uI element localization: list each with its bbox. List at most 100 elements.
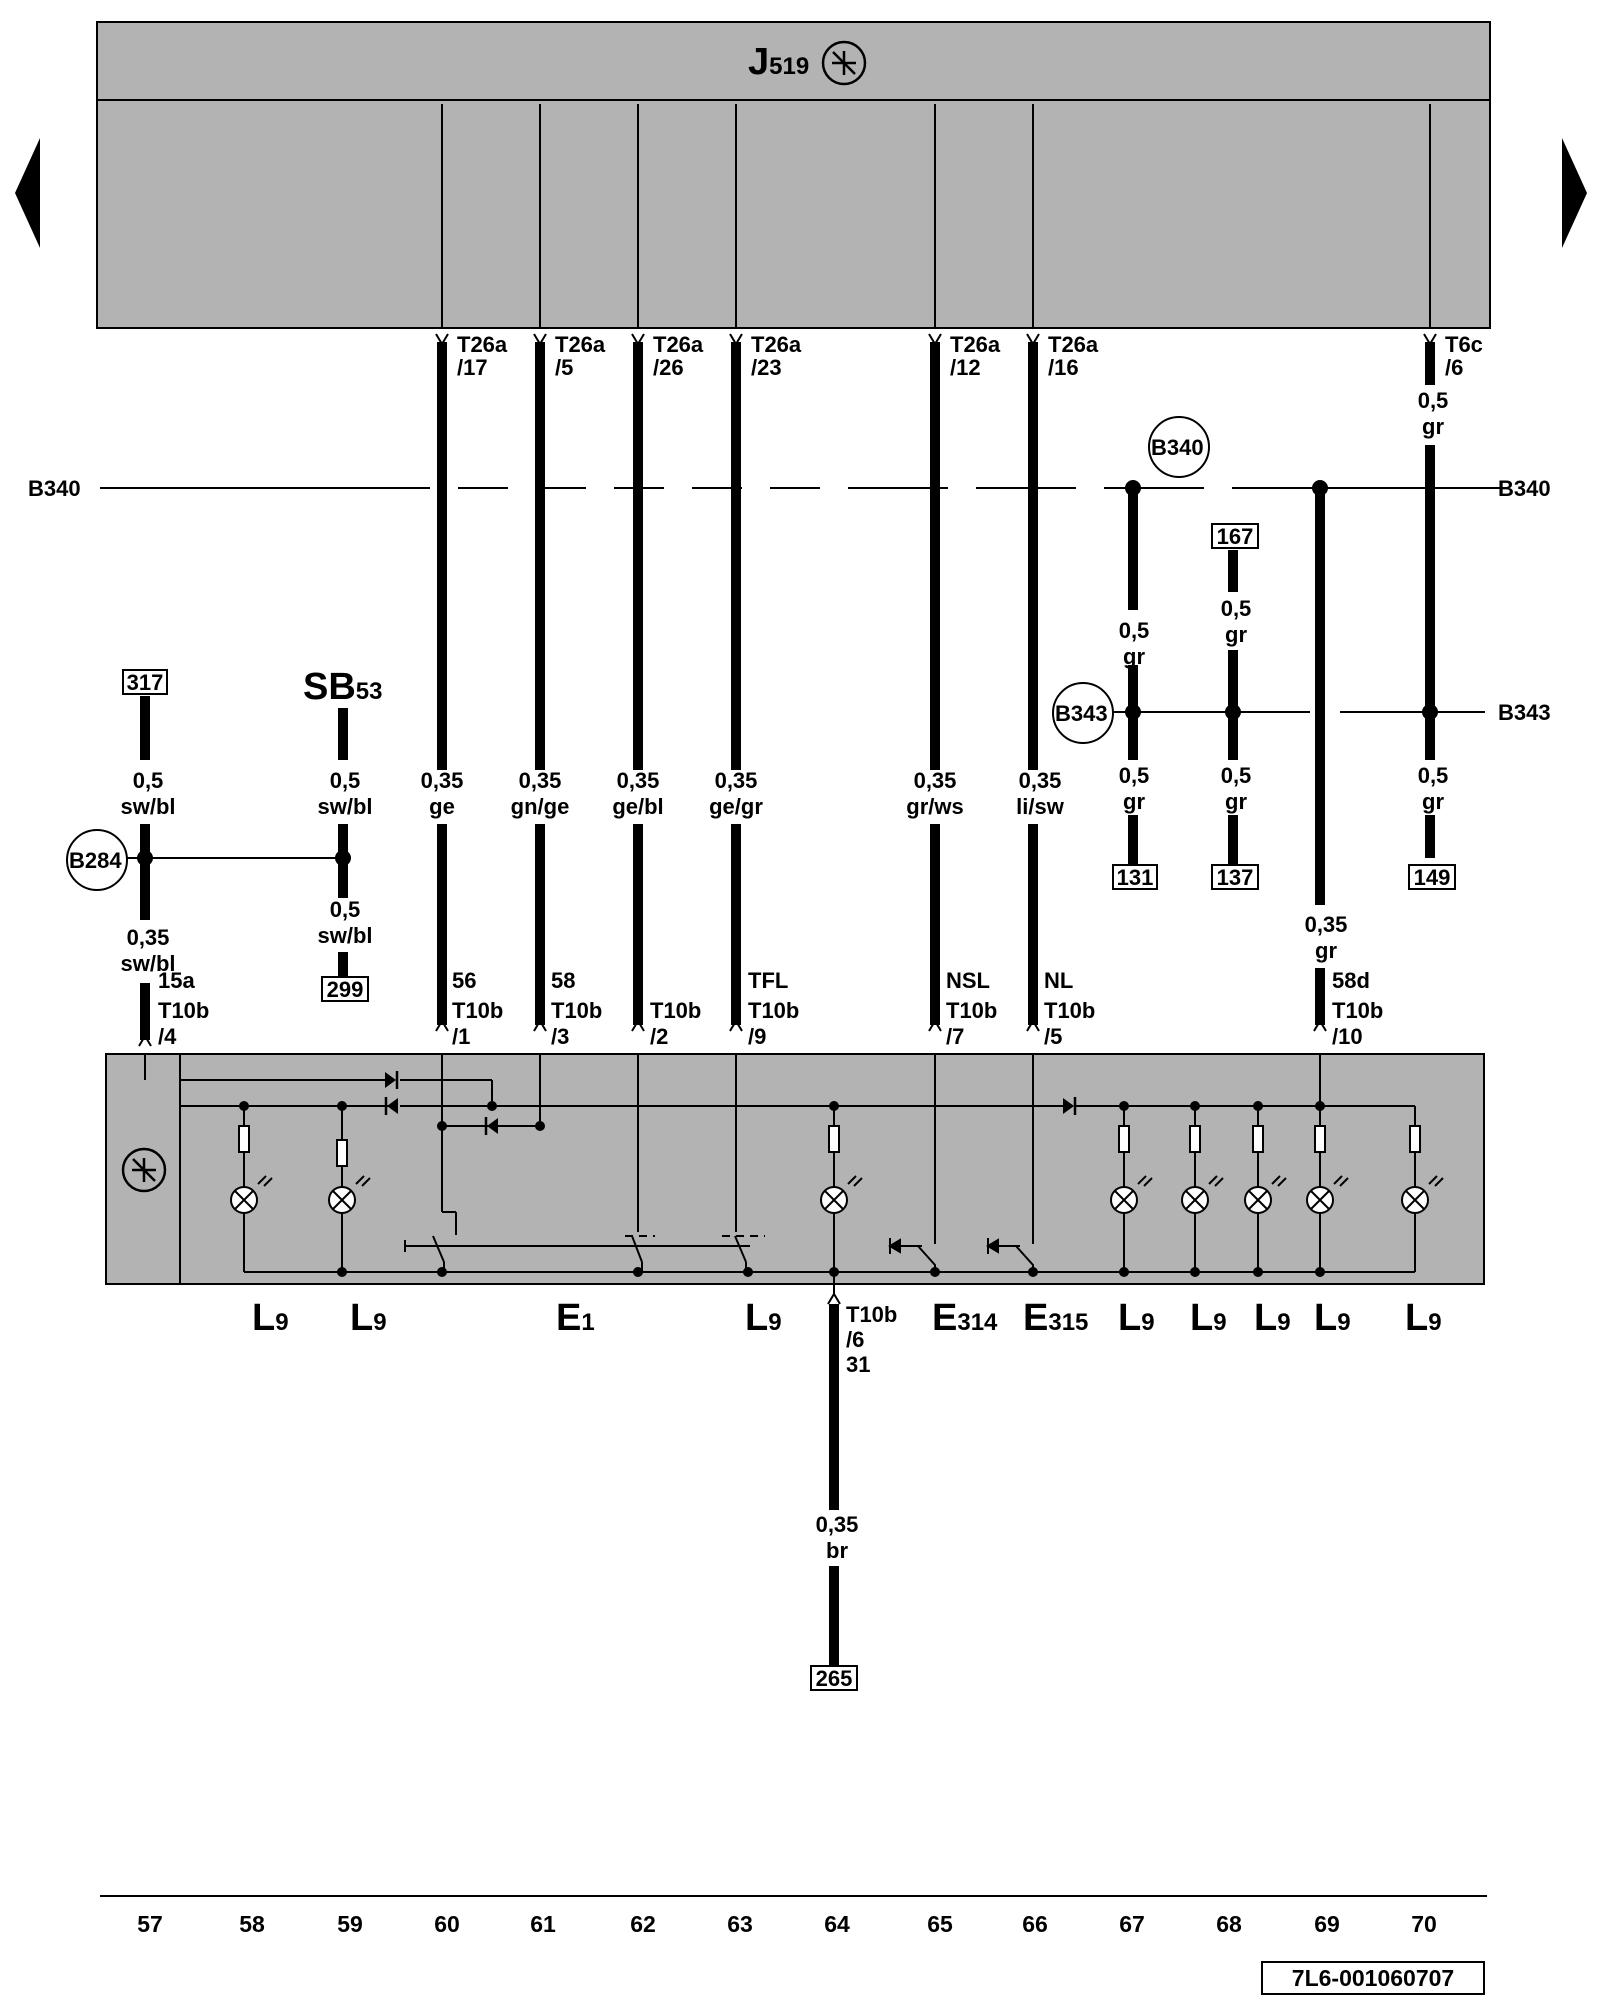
lamp-icon-67 [1110, 1106, 1153, 1272]
component-label-l9-59: L9 [350, 1297, 387, 1339]
module-icon [121, 1147, 167, 1193]
track-number: 57 [137, 1911, 163, 1937]
wire-track-68 [1225, 550, 1241, 864]
connector-label-62: T26a/26 [653, 332, 704, 380]
component-label-l9-68: L9 [1190, 1297, 1227, 1339]
component-label-e1: E1 [556, 1297, 595, 1339]
ref-box-265[interactable]: 265 [810, 1665, 858, 1691]
fuse-sb53-label: SB53 [303, 666, 383, 708]
lamp-icon-68b [1244, 1106, 1287, 1272]
switch-icon-e1 [432, 1235, 765, 1272]
switch-icon-e314 [888, 1232, 936, 1272]
component-label-l9-58: L9 [252, 1297, 289, 1339]
ref-box-317[interactable]: 317 [122, 669, 168, 695]
bus-label-b343: B343 [1498, 700, 1551, 725]
track-number: 59 [337, 1911, 363, 1937]
ref-box-299[interactable]: 299 [321, 976, 369, 1002]
component-label-l9-63: L9 [745, 1297, 782, 1339]
track-number: 58 [239, 1911, 265, 1937]
lamp-icon-58 [230, 1106, 273, 1272]
component-label-e315: E315 [1023, 1297, 1088, 1339]
wire-track-67 [1125, 480, 1141, 864]
track-number: 65 [927, 1911, 953, 1937]
bus-circle-b343: B343 [1052, 682, 1114, 744]
wire-track-70-lower [1422, 704, 1438, 720]
wire-track-69 [1312, 480, 1328, 1025]
diode-icon-1 [385, 1071, 399, 1089]
diode-icon-3 [484, 1117, 498, 1135]
track-number: 64 [824, 1911, 850, 1937]
previous-page-arrow-icon[interactable] [15, 138, 40, 248]
control-unit-name: J519 [748, 41, 809, 83]
svg-text:149: 149 [1414, 865, 1451, 890]
track-number: 67 [1119, 1911, 1145, 1937]
connector-label-61: T26a/5 [555, 332, 606, 380]
component-label-e314: E314 [932, 1297, 998, 1339]
track-number: 63 [727, 1911, 753, 1937]
light-switch-module [105, 1053, 1485, 1285]
bus-label-b340-left: B340 [28, 476, 81, 501]
bus-circle-b340: B340 [1148, 416, 1210, 478]
ref-box-137[interactable]: 137 [1211, 864, 1259, 890]
track-number: 61 [530, 1911, 556, 1937]
lamp-icon-59 [328, 1106, 371, 1272]
plug-pin-arrows [138, 1019, 1327, 1047]
lamp-icon-64 [820, 1106, 863, 1272]
switch-icon-e315 [986, 1232, 1034, 1272]
track-number: 60 [434, 1911, 460, 1937]
component-label-l9-70: L9 [1405, 1297, 1442, 1339]
ref-box-149[interactable]: 149 [1408, 864, 1456, 890]
track-number: 68 [1216, 1911, 1242, 1937]
ref-box-167[interactable]: 167 [1211, 523, 1259, 549]
svg-text:B340: B340 [1151, 435, 1204, 460]
diode-icon-2 [384, 1097, 398, 1115]
ref-box-131[interactable]: 131 [1112, 864, 1158, 890]
svg-text:299: 299 [327, 977, 364, 1002]
splice-b284-line [127, 850, 351, 866]
diode-icon-4 [1063, 1097, 1077, 1115]
connector-label-65: T26a/12 [950, 332, 1001, 380]
control-unit-j519: J519 [96, 21, 1491, 329]
diagram-id: 7L6-001060707 [1292, 1965, 1454, 1991]
connector-label-66: T26a/16 [1048, 332, 1099, 380]
svg-text:137: 137 [1217, 865, 1254, 890]
diagram-id-badge: 7L6-001060707 [1261, 1961, 1485, 1995]
connector-label-63: T26a/23 [751, 332, 802, 380]
track-number: 62 [630, 1911, 656, 1937]
connector-arrows [435, 333, 1437, 346]
svg-text:265: 265 [816, 1666, 853, 1691]
svg-text:B343: B343 [1055, 701, 1108, 726]
next-page-arrow-icon[interactable] [1562, 138, 1587, 248]
lamp-icon-69 [1306, 1106, 1349, 1272]
track-number: 69 [1314, 1911, 1340, 1937]
plug-pin-label-62: T10b/2 [650, 998, 701, 1049]
component-label-l9-67: L9 [1118, 1297, 1155, 1339]
bus-circle-b284: B284 [66, 829, 128, 891]
svg-text:317: 317 [127, 670, 164, 695]
wire-track-64 [827, 1272, 841, 1686]
lamp-icon-68 [1181, 1106, 1224, 1272]
svg-text:B284: B284 [69, 848, 122, 873]
